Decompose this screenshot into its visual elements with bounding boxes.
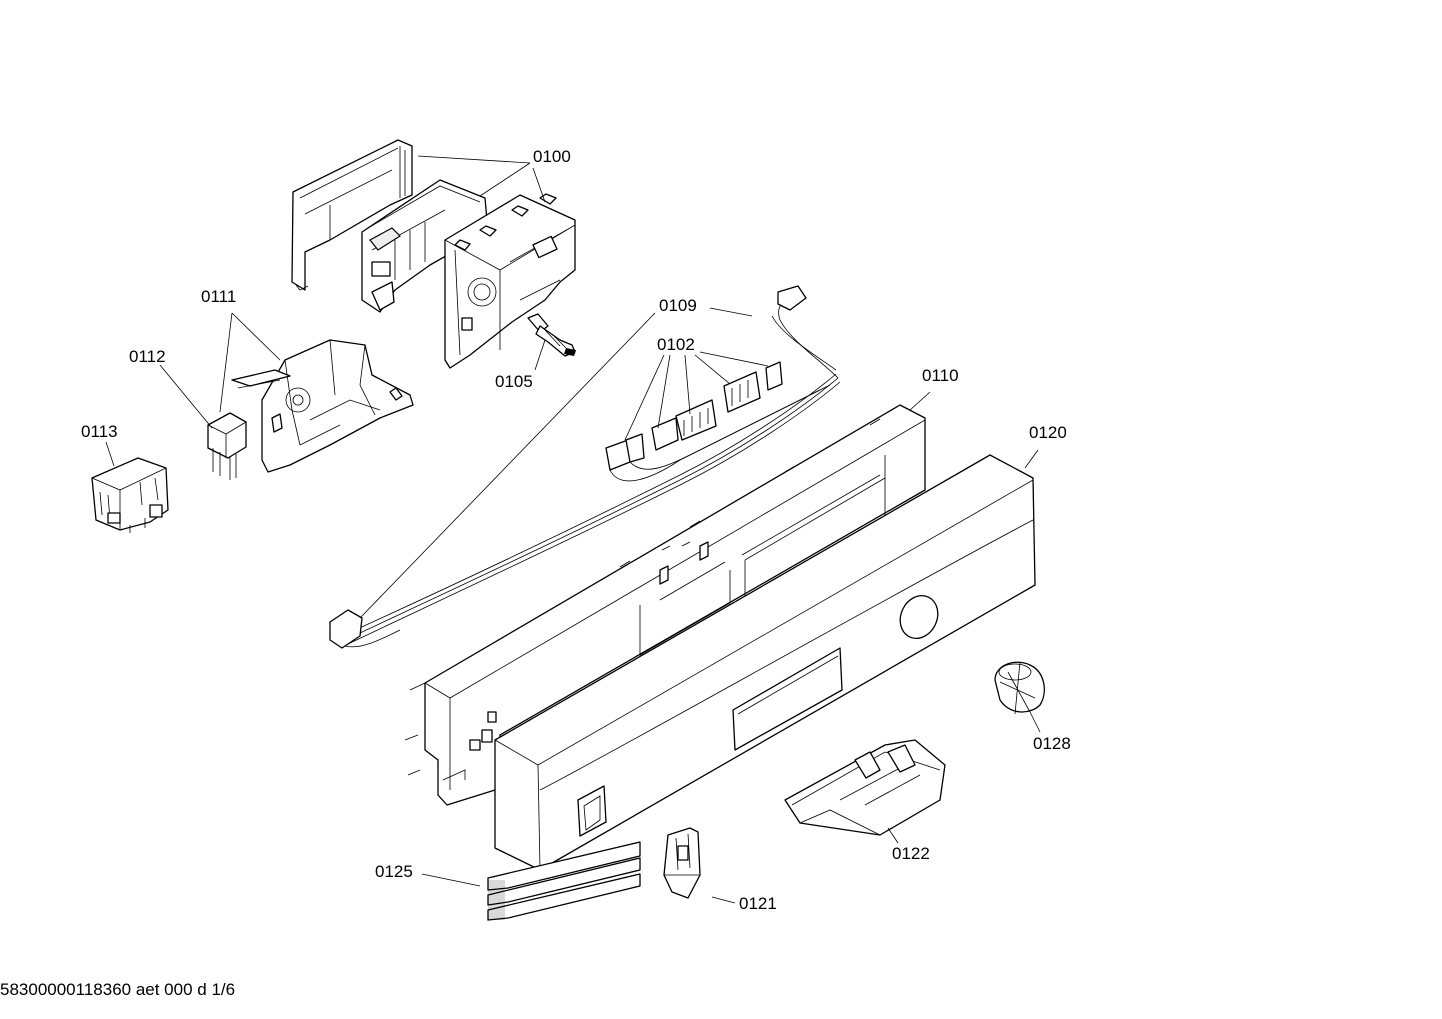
part-0110-drawing: [404, 404, 926, 806]
part-0100-drawing: [291, 139, 576, 369]
leader-lines: [105, 155, 1041, 904]
part-0122-drawing: [784, 739, 946, 836]
label-0109: 0109: [659, 296, 697, 315]
label-0110: 0110: [922, 366, 959, 385]
part-0112-drawing: [207, 412, 247, 480]
part-0120-drawing: [494, 454, 1036, 871]
document-id-footer: 58300000118360 aet 000 d 1/6: [0, 980, 236, 999]
label-0128: 0128: [1033, 734, 1071, 753]
part-0111-drawing: [231, 339, 414, 473]
label-0122: 0122: [892, 844, 930, 863]
label-0105: 0105: [495, 372, 533, 391]
label-0125: 0125: [375, 862, 413, 881]
label-0112: 0112: [129, 347, 166, 366]
part-0125-drawing: [487, 841, 641, 921]
label-0100: 0100: [533, 147, 571, 166]
callout-labels: 0100 0102 0105 0109 0110 0111 0112 0113 …: [81, 147, 1071, 913]
part-0105-drawing: [527, 313, 576, 357]
part-0121-drawing: [663, 827, 701, 899]
label-0113: 0113: [81, 422, 118, 441]
label-0120: 0120: [1029, 423, 1067, 442]
part-0113-drawing: [91, 457, 169, 533]
label-0102: 0102: [657, 335, 695, 354]
label-0121: 0121: [739, 894, 777, 913]
label-0111: 0111: [201, 287, 236, 306]
part-0128-drawing: [994, 661, 1045, 715]
